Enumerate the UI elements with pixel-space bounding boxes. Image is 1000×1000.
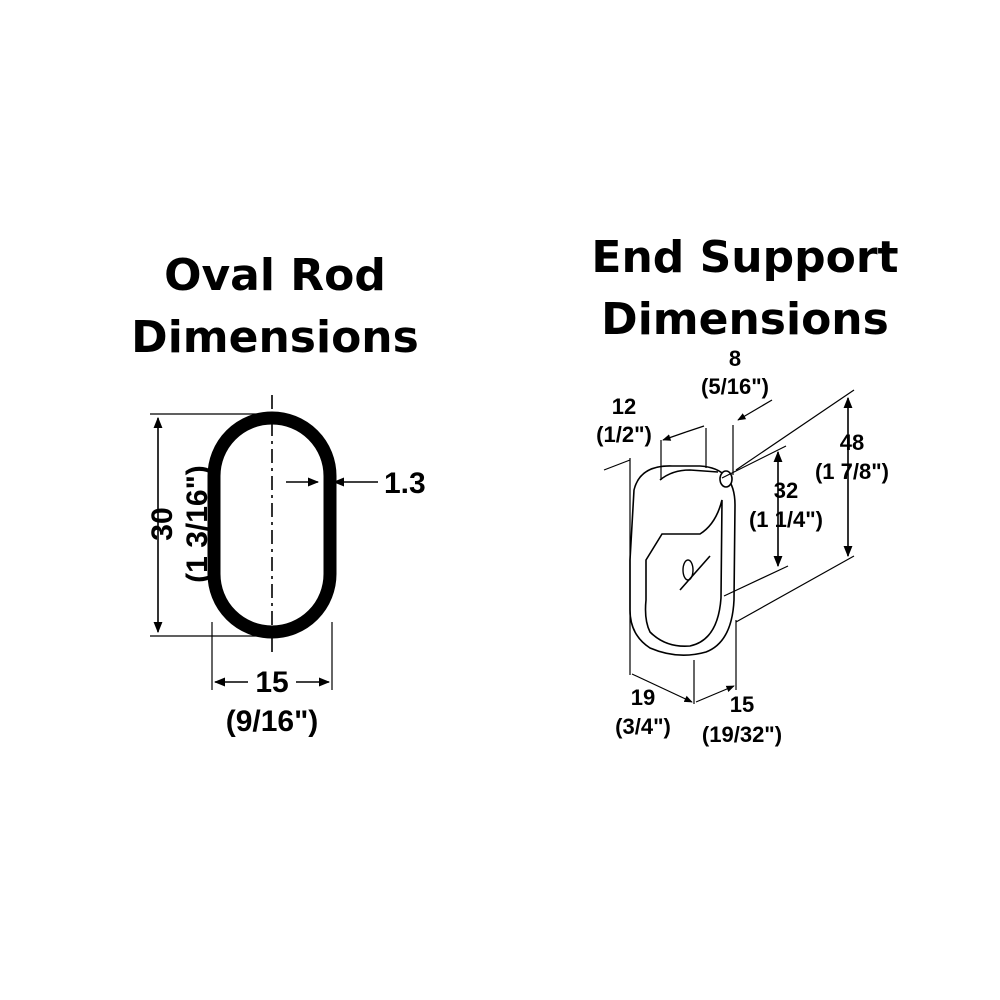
height-in-label: (1 3/16") (181, 465, 214, 583)
end-support-title-line1: End Support (591, 232, 899, 283)
height-mm-label: 30 (146, 507, 179, 540)
dim-32-extension-bottom (723, 565, 789, 597)
dim-19-mm-label: 19 (631, 685, 655, 710)
dim-32-in-label: (1 1/4") (749, 507, 823, 532)
dim-48-in-label: (1 7/8") (815, 459, 889, 484)
dim-12-in-label: (1/2") (596, 422, 652, 447)
dim-15-in-label: (19/32") (702, 722, 782, 747)
dim-15-arrow (695, 685, 735, 703)
dim-8-in-label: (5/16") (701, 374, 769, 399)
end-support-drawing: 8 (5/16") 12 (1/2") 48 (1 7/8") 32 (1 1/… (596, 346, 889, 747)
dim-48-extension-top (735, 389, 855, 471)
dim-48-mm-label: 48 (840, 430, 864, 455)
oval-rod-title-line2: Dimensions (131, 312, 419, 363)
oval-rod-title-line1: Oval Rod (164, 250, 386, 301)
dim-48-extension-bottom (735, 555, 855, 623)
dim-15-mm-label: 15 (730, 692, 754, 717)
end-support-title-line2: Dimensions (601, 294, 889, 345)
dim-12-arrow-left (662, 431, 687, 441)
width-in-label: (9/16") (226, 705, 319, 738)
left-lead-line (603, 459, 631, 471)
dim-8-mm-label: 8 (729, 346, 741, 371)
oval-rod-title: Oval Rod Dimensions (85, 245, 465, 369)
end-support-cutout (644, 499, 723, 648)
width-mm-label: 15 (255, 666, 288, 699)
dim-19-in-label: (3/4") (615, 714, 671, 739)
dim-32-mm-label: 32 (774, 478, 798, 503)
end-support-top-edge (659, 469, 719, 481)
end-support-body (629, 465, 736, 656)
dim-12-arrow-right (685, 425, 705, 433)
dim-32-extension-top (721, 445, 787, 479)
dim-12-mm-label: 12 (612, 394, 636, 419)
dim-19-arrow (631, 673, 693, 703)
thickness-mm-label: 1.3 (384, 467, 426, 500)
end-support-title: End Support Dimensions (555, 227, 935, 351)
inner-ledge (679, 555, 711, 591)
oval-rod-drawing: 30 (1 3/16") 15 (9/16") 1.3 (146, 395, 426, 738)
dim-8-arrow (737, 399, 773, 421)
